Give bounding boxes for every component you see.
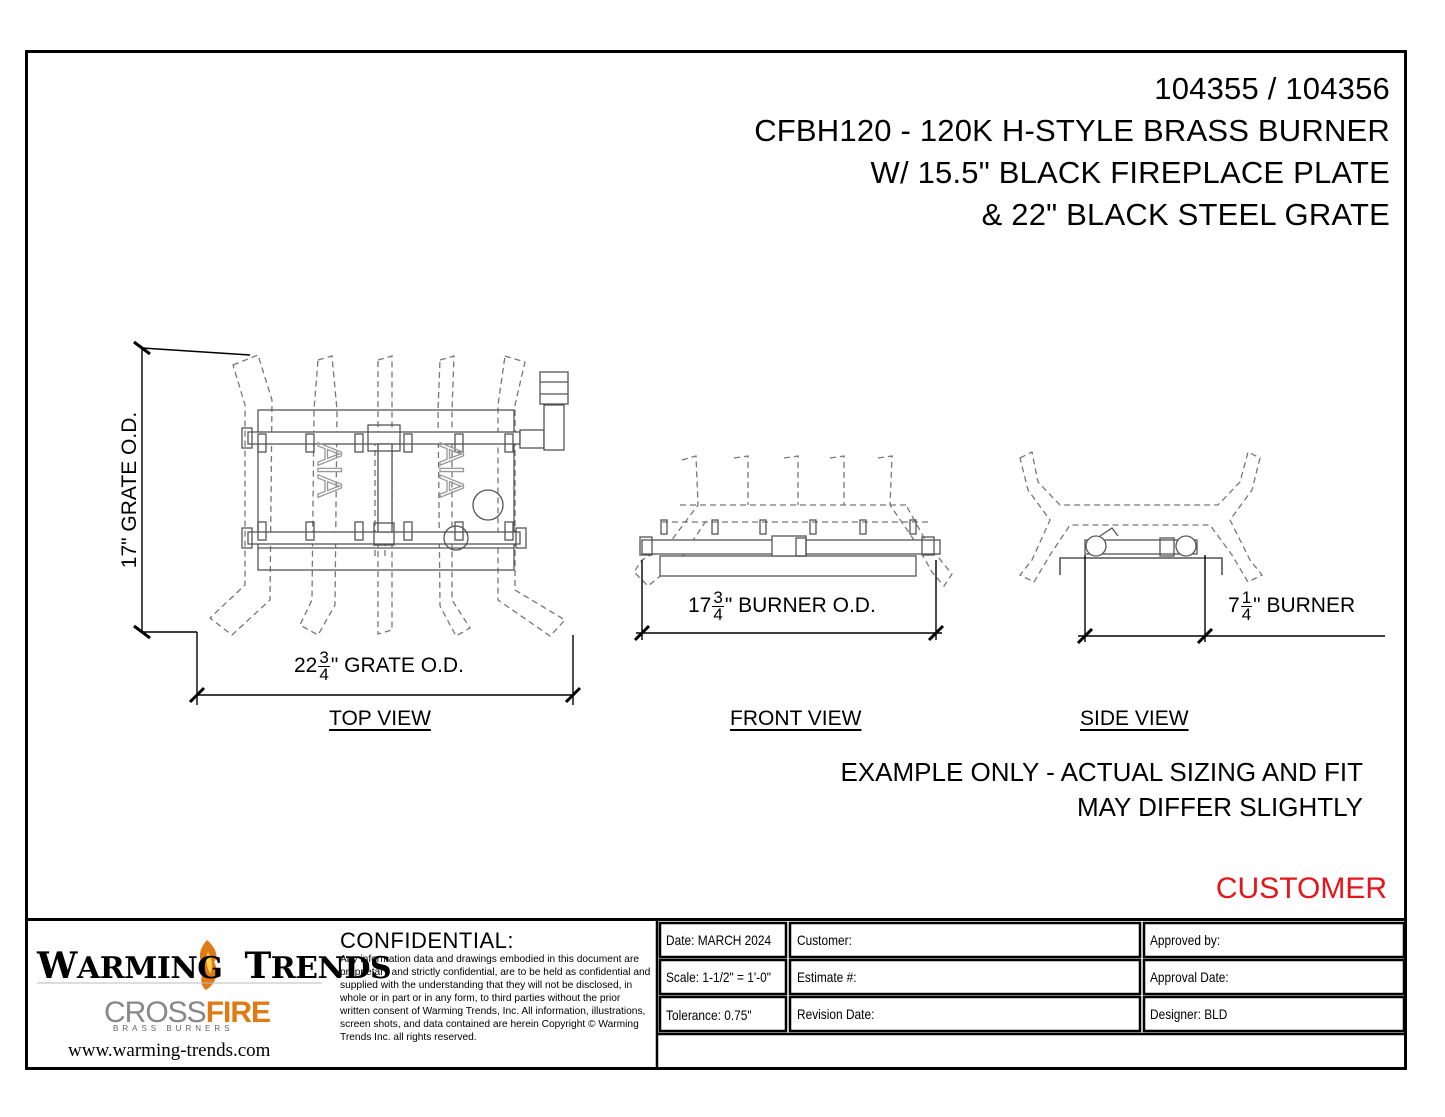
crossfire-subtitle: BRASS BURNERS: [113, 1024, 234, 1033]
burner-od-suffix: " BURNER O.D.: [724, 594, 876, 618]
grate-width-whole: 22: [294, 654, 318, 678]
grate-width-suffix: " GRATE O.D.: [330, 654, 464, 678]
designer-field: Designer: BLD: [1150, 1006, 1228, 1022]
sizing-disclaimer: EXAMPLE ONLY - ACTUAL SIZING AND FIT MAY…: [840, 755, 1363, 825]
logo-t: T: [244, 945, 271, 987]
warming-trends-logo: WARMING TRENDS: [37, 945, 392, 987]
disclaimer-line-1: EXAMPLE ONLY - ACTUAL SIZING AND FIT: [840, 757, 1363, 787]
title-block-grid: [655, 920, 1406, 1070]
estimate-field: Estimate #:: [797, 969, 857, 985]
grate-width-den: 4: [319, 665, 329, 684]
burner-side-num: 1: [1240, 588, 1253, 607]
front-view-dimensions: [633, 560, 945, 642]
revision-date-field: Revision Date:: [797, 1006, 875, 1022]
front-view-caption: FRONT VIEW: [730, 707, 862, 730]
top-view-drawing: AIA AIA: [209, 354, 569, 637]
title-block: [25, 918, 1407, 1070]
customer-field: Customer:: [797, 932, 852, 948]
grate-height-label: 17" GRATE O.D.: [118, 411, 141, 569]
confidential-heading: CONFIDENTIAL:: [340, 928, 514, 953]
logo-rends: RENDS: [270, 951, 392, 986]
side-view-drawing: [1018, 451, 1264, 583]
flame-icon: [199, 940, 217, 990]
drawing-border: [25, 50, 1407, 1070]
crossfire-logo: CROSSFIRE: [104, 996, 271, 1030]
title-product: CFBH120 - 120K H-STYLE BRASS BURNER: [754, 113, 1390, 148]
grate-width-num: 3: [318, 648, 330, 667]
website-link[interactable]: www.warming-trends.com: [68, 1040, 271, 1061]
disclaimer-line-2: MAY DIFFER SLIGHTLY: [1076, 792, 1363, 822]
side-view-dimensions: [1076, 555, 1385, 645]
logo-cross: CROSS: [104, 996, 207, 1029]
top-view-caption: TOP VIEW: [329, 707, 431, 730]
tolerance-field: Tolerance: 0.75": [666, 1007, 752, 1023]
title-grate: & 22" BLACK STEEL GRATE: [981, 197, 1390, 232]
burner-od-num: 3: [712, 588, 724, 607]
title-plate: W/ 15.5" BLACK FIREPLACE PLATE: [870, 155, 1390, 190]
approved-by-field: Approved by:: [1150, 932, 1221, 948]
date-field: Date: MARCH 2024: [666, 932, 772, 948]
logo-fire: FIRE: [205, 996, 271, 1029]
burner-side-whole: 7: [1228, 594, 1240, 618]
burner-od-den: 4: [713, 605, 723, 624]
side-view-caption: SIDE VIEW: [1080, 707, 1189, 730]
scale-field: Scale: 1-1/2" = 1'-0": [666, 969, 771, 985]
drawing-title: 104355 / 104356 CFBH120 - 120K H-STYLE B…: [754, 68, 1390, 236]
confidential-text: Any information data and drawings embodi…: [340, 954, 651, 1043]
top-view-dimensions: [133, 340, 582, 705]
approval-date-field: Approval Date:: [1150, 969, 1229, 985]
svg-text:AIA: AIA: [432, 443, 470, 498]
burner-od-whole: 17: [688, 594, 712, 618]
logo-arming: ARMING: [76, 951, 223, 986]
burner-side-den: 4: [1241, 605, 1252, 624]
svg-text:AIA: AIA: [310, 443, 348, 498]
logo-w: W: [37, 945, 77, 987]
title-part-numbers: 104355 / 104356: [1154, 71, 1390, 106]
customer-stamp: CUSTOMER: [1215, 872, 1387, 905]
burner-side-suffix: " BURNER: [1253, 594, 1356, 618]
front-view-drawing: [633, 455, 953, 588]
